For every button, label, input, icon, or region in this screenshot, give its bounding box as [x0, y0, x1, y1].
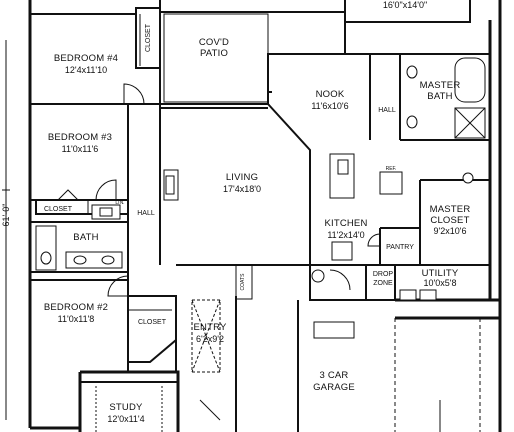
study: STUDY 12'0x11'4: [80, 381, 178, 432]
linen-label: LIN.: [115, 200, 124, 206]
covd-patio-line1: COV'D: [199, 37, 229, 48]
hall-left-label: HALL: [137, 210, 155, 217]
bedroom-3-name: BEDROOM #3: [48, 132, 112, 143]
bath-label: BATH: [73, 232, 98, 243]
bedroom-3: BEDROOM #3 11'0x11'6: [29, 104, 129, 215]
pantry-label: PANTRY: [386, 244, 414, 251]
drop-zone-line1: DROP: [373, 271, 394, 278]
drop-zone-line2: ZONE: [373, 280, 393, 287]
bedroom-2: BEDROOM #2 11'0x11'8 CLOSET: [30, 275, 177, 372]
utility-dim: 10'0x5'8: [424, 278, 457, 288]
covd-patio-line2: PATIO: [200, 48, 228, 59]
garage-line1: 3 CAR: [320, 370, 349, 381]
garage: 3 CAR GARAGE: [297, 265, 481, 432]
bedroom-4-closet-label: CLOSET: [145, 23, 152, 52]
master-hall: HALL: [370, 53, 401, 140]
entry-name: ENTRY: [193, 322, 226, 333]
coats-closet: COATS: [235, 264, 253, 300]
closet-b2-label: CLOSET: [138, 319, 167, 326]
bedroom-4-dim: 12'4x11'10: [65, 65, 107, 75]
living: LIVING 17'4x18'0: [160, 107, 310, 266]
master-closet: MASTER CLOSET 9'2x10'6: [419, 172, 490, 266]
master-hall-label: HALL: [378, 107, 396, 114]
top-right-room-dim: 16'0"x14'0": [383, 0, 427, 10]
drop-zone-utility: DROP ZONE UTILITY 10'0x5'8: [365, 265, 459, 301]
overall-dimension-line: 61'-0": [1, 40, 11, 420]
bedroom-4-name: BEDROOM #4: [54, 53, 118, 64]
master-closet-line1: MASTER: [430, 204, 471, 215]
bedroom-2-name: BEDROOM #2: [44, 302, 108, 313]
kitchen-name: KITCHEN: [324, 218, 367, 229]
master-bath: MASTER BATH: [400, 53, 490, 141]
bath: BATH: [30, 221, 128, 273]
closet-b3-label: CLOSET: [44, 206, 73, 213]
kitchen: REF. KITCHEN 11'2x14'0: [309, 153, 403, 266]
master-bath-line2: BATH: [427, 91, 452, 102]
exterior-walls: [28, 0, 502, 432]
top-right-room: 16'0"x14'0": [344, 0, 471, 23]
living-name: LIVING: [226, 172, 258, 183]
master-closet-line2: CLOSET: [430, 215, 469, 226]
nook: NOOK 11'6x10'6: [267, 22, 371, 170]
overall-dimension-label: 61'-0": [1, 204, 11, 227]
kitchen-dim: 11'2x14'0: [327, 230, 364, 240]
hall-left: HALL LIN.: [91, 104, 161, 285]
study-dim: 12'0x11'4: [107, 414, 144, 424]
master-closet-dim: 9'2x10'6: [434, 226, 467, 236]
living-dim: 17'4x18'0: [223, 184, 261, 194]
master-bath-line1: MASTER: [420, 80, 461, 91]
study-name: STUDY: [109, 402, 143, 413]
bedroom-4: BEDROOM #4 12'4x11'10 CLOSET: [30, 7, 161, 105]
utility-name: UTILITY: [422, 268, 459, 279]
ref-label: REF.: [386, 166, 397, 172]
entry: ENTRY 6'2x9'2: [175, 296, 237, 432]
nook-dim: 11'6x10'6: [311, 101, 348, 111]
coats-label: COATS: [240, 273, 246, 291]
closet-b3: CLOSET: [35, 189, 89, 215]
pantry: PANTRY: [367, 227, 421, 266]
nook-name: NOOK: [316, 89, 345, 100]
garage-line2: GARAGE: [313, 382, 355, 393]
entry-dim: 6'2x9'2: [196, 334, 224, 344]
bedroom-3-dim: 11'0x11'6: [62, 144, 99, 154]
bedroom-2-dim: 11'0x11'8: [58, 314, 95, 324]
